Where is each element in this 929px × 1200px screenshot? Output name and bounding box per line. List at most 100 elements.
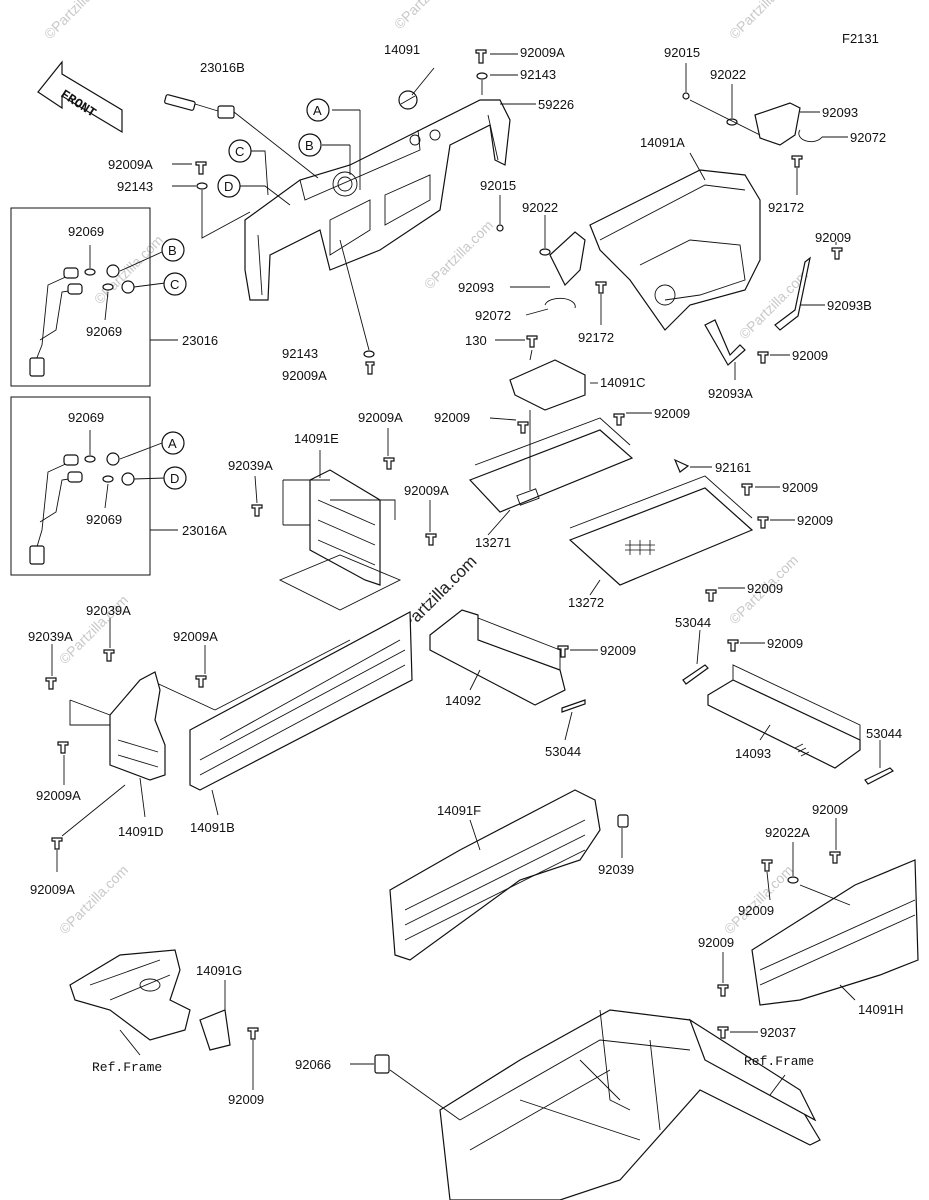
- part-92066: [374, 1054, 390, 1074]
- label-92015: 92015: [664, 45, 700, 60]
- label-92143: 92143: [282, 346, 318, 361]
- part-labels: 23016B 14091 92009A 92143 59226 92015 92…: [28, 42, 904, 1107]
- label-13272: 13272: [568, 595, 604, 610]
- label-92009: 92009: [767, 636, 803, 651]
- label-53044: 53044: [545, 744, 581, 759]
- label-130: 130: [465, 333, 487, 348]
- screw-92009A-mid: [339, 239, 375, 375]
- label-53044: 53044: [675, 615, 711, 630]
- frame-ref-main: [350, 1009, 821, 1200]
- label-92172: 92172: [768, 200, 804, 215]
- label-92143: 92143: [117, 179, 153, 194]
- label-92009: 92009: [747, 581, 783, 596]
- dash-panel-59226: [244, 90, 511, 301]
- label-92009: 92009: [600, 643, 636, 658]
- label-23016A: 23016A: [182, 523, 227, 538]
- panel-14093: [682, 629, 895, 785]
- label-92072: 92072: [850, 130, 886, 145]
- front-arrow: FRONT: [37, 60, 123, 134]
- label-92009: 92009: [797, 513, 833, 528]
- rods-92093B-92093A: [704, 242, 843, 380]
- label-92009: 92009: [698, 935, 734, 950]
- callout-d-box: D: [170, 471, 179, 486]
- watermark: ©Partzilla.com: [41, 0, 116, 42]
- label-92093A: 92093A: [708, 386, 753, 401]
- label-14092: 14092: [445, 693, 481, 708]
- label-92009A: 92009A: [108, 157, 153, 172]
- label-92009A: 92009A: [358, 410, 403, 425]
- callout-c: C: [235, 144, 244, 159]
- label-92039A: 92039A: [28, 629, 73, 644]
- label-92015: 92015: [480, 178, 516, 193]
- label-14093: 14093: [735, 746, 771, 761]
- label-92037: 92037: [760, 1025, 796, 1040]
- label-92009: 92009: [815, 230, 851, 245]
- callout-c-box: C: [170, 277, 179, 292]
- label-92039: 92039: [598, 862, 634, 877]
- plate-13271: [468, 410, 712, 536]
- label-92022A: 92022A: [765, 825, 810, 840]
- screw-92009A-top: [475, 49, 488, 95]
- label-92009: 92009: [228, 1092, 264, 1107]
- bracket-92093-top: [682, 63, 848, 195]
- diagram-code: F2131: [842, 31, 879, 46]
- label-92093B: 92093B: [827, 298, 872, 313]
- label-92069: 92069: [86, 512, 122, 527]
- label-92069: 92069: [86, 324, 122, 339]
- panel-14091D: [45, 618, 166, 872]
- label-92093: 92093: [458, 280, 494, 295]
- label-92072: 92072: [475, 308, 511, 323]
- label-92039A: 92039A: [228, 458, 273, 473]
- label-92069: 92069: [68, 410, 104, 425]
- harness-box-23016: B C: [10, 207, 187, 387]
- plate-13272: [568, 475, 795, 602]
- frame-ref-left: [69, 949, 259, 1090]
- label-92009: 92009: [812, 802, 848, 817]
- callout-b-box: B: [168, 243, 177, 258]
- label-ref-frame: Ref.Frame: [744, 1054, 814, 1069]
- label-14091D: 14091D: [118, 824, 164, 839]
- label-ref-frame: Ref.Frame: [92, 1060, 162, 1075]
- label-92143: 92143: [520, 67, 556, 82]
- harness-box-23016A: A D: [10, 396, 187, 576]
- label-92009A: 92009A: [404, 483, 449, 498]
- label-14091F: 14091F: [437, 803, 481, 818]
- label-92009A: 92009A: [36, 788, 81, 803]
- label-92009A: 92009A: [30, 882, 75, 897]
- label-59226: 59226: [538, 97, 574, 112]
- screw-92009A-left: [195, 161, 251, 239]
- label-92009: 92009: [434, 410, 470, 425]
- label-92009: 92009: [738, 903, 774, 918]
- label-92161: 92161: [715, 460, 751, 475]
- label-92022: 92022: [710, 67, 746, 82]
- label-92172: 92172: [578, 330, 614, 345]
- label-14091: 14091: [384, 42, 420, 57]
- label-92009A: 92009A: [173, 629, 218, 644]
- callouts-dash: A B C D: [217, 98, 330, 198]
- label-14091E: 14091E: [294, 431, 339, 446]
- label-92066: 92066: [295, 1057, 331, 1072]
- label-92009A: 92009A: [520, 45, 565, 60]
- watermark: ©Partzilla.com: [721, 862, 796, 937]
- harness-23016B: [164, 94, 319, 179]
- watermark: ©Partzilla.com: [391, 0, 466, 32]
- label-23016B: 23016B: [200, 60, 245, 75]
- label-92069: 92069: [68, 224, 104, 239]
- panel-14091E: [251, 428, 437, 611]
- label-92009: 92009: [792, 348, 828, 363]
- callout-a: A: [313, 103, 322, 118]
- panel-14091F: [389, 789, 629, 961]
- label-92022: 92022: [522, 200, 558, 215]
- label-14091C: 14091C: [600, 375, 646, 390]
- label-14091A: 14091A: [640, 135, 685, 150]
- label-92009: 92009: [782, 480, 818, 495]
- tray-14091A: [589, 152, 761, 331]
- label-14091H: 14091H: [858, 1002, 904, 1017]
- label-23016: 23016: [182, 333, 218, 348]
- label-92039A: 92039A: [86, 603, 131, 618]
- panel-14091H: [717, 818, 919, 1006]
- panel-14091B: [149, 611, 413, 816]
- label-92009A: 92009A: [282, 368, 327, 383]
